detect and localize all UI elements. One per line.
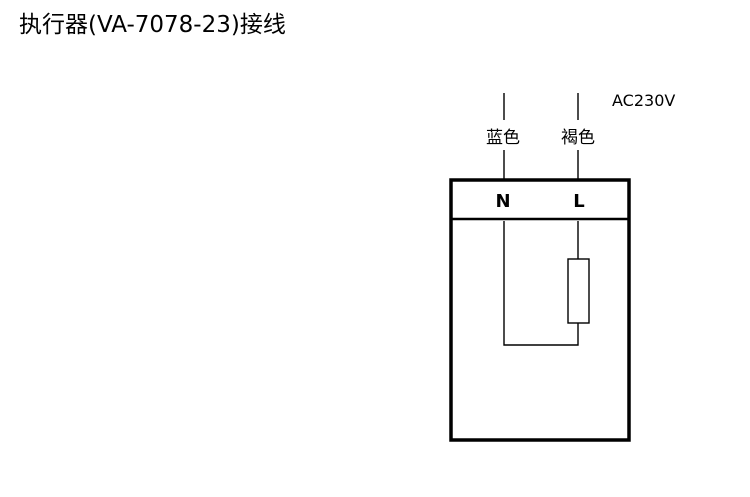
actuator-housing xyxy=(449,178,631,442)
wire-n-color-label: 蓝色 xyxy=(486,128,520,148)
page-title: 执行器(VA-7078-23)接线 xyxy=(19,12,286,38)
terminal-l-label: L xyxy=(573,191,584,212)
supply-voltage-label: AC230V xyxy=(612,91,675,110)
terminal-n-label: N xyxy=(495,191,510,212)
internal-circuit-wire xyxy=(503,221,579,346)
wire-l-color-label: 褐色 xyxy=(561,128,595,148)
resistor-load-symbol xyxy=(567,258,590,324)
